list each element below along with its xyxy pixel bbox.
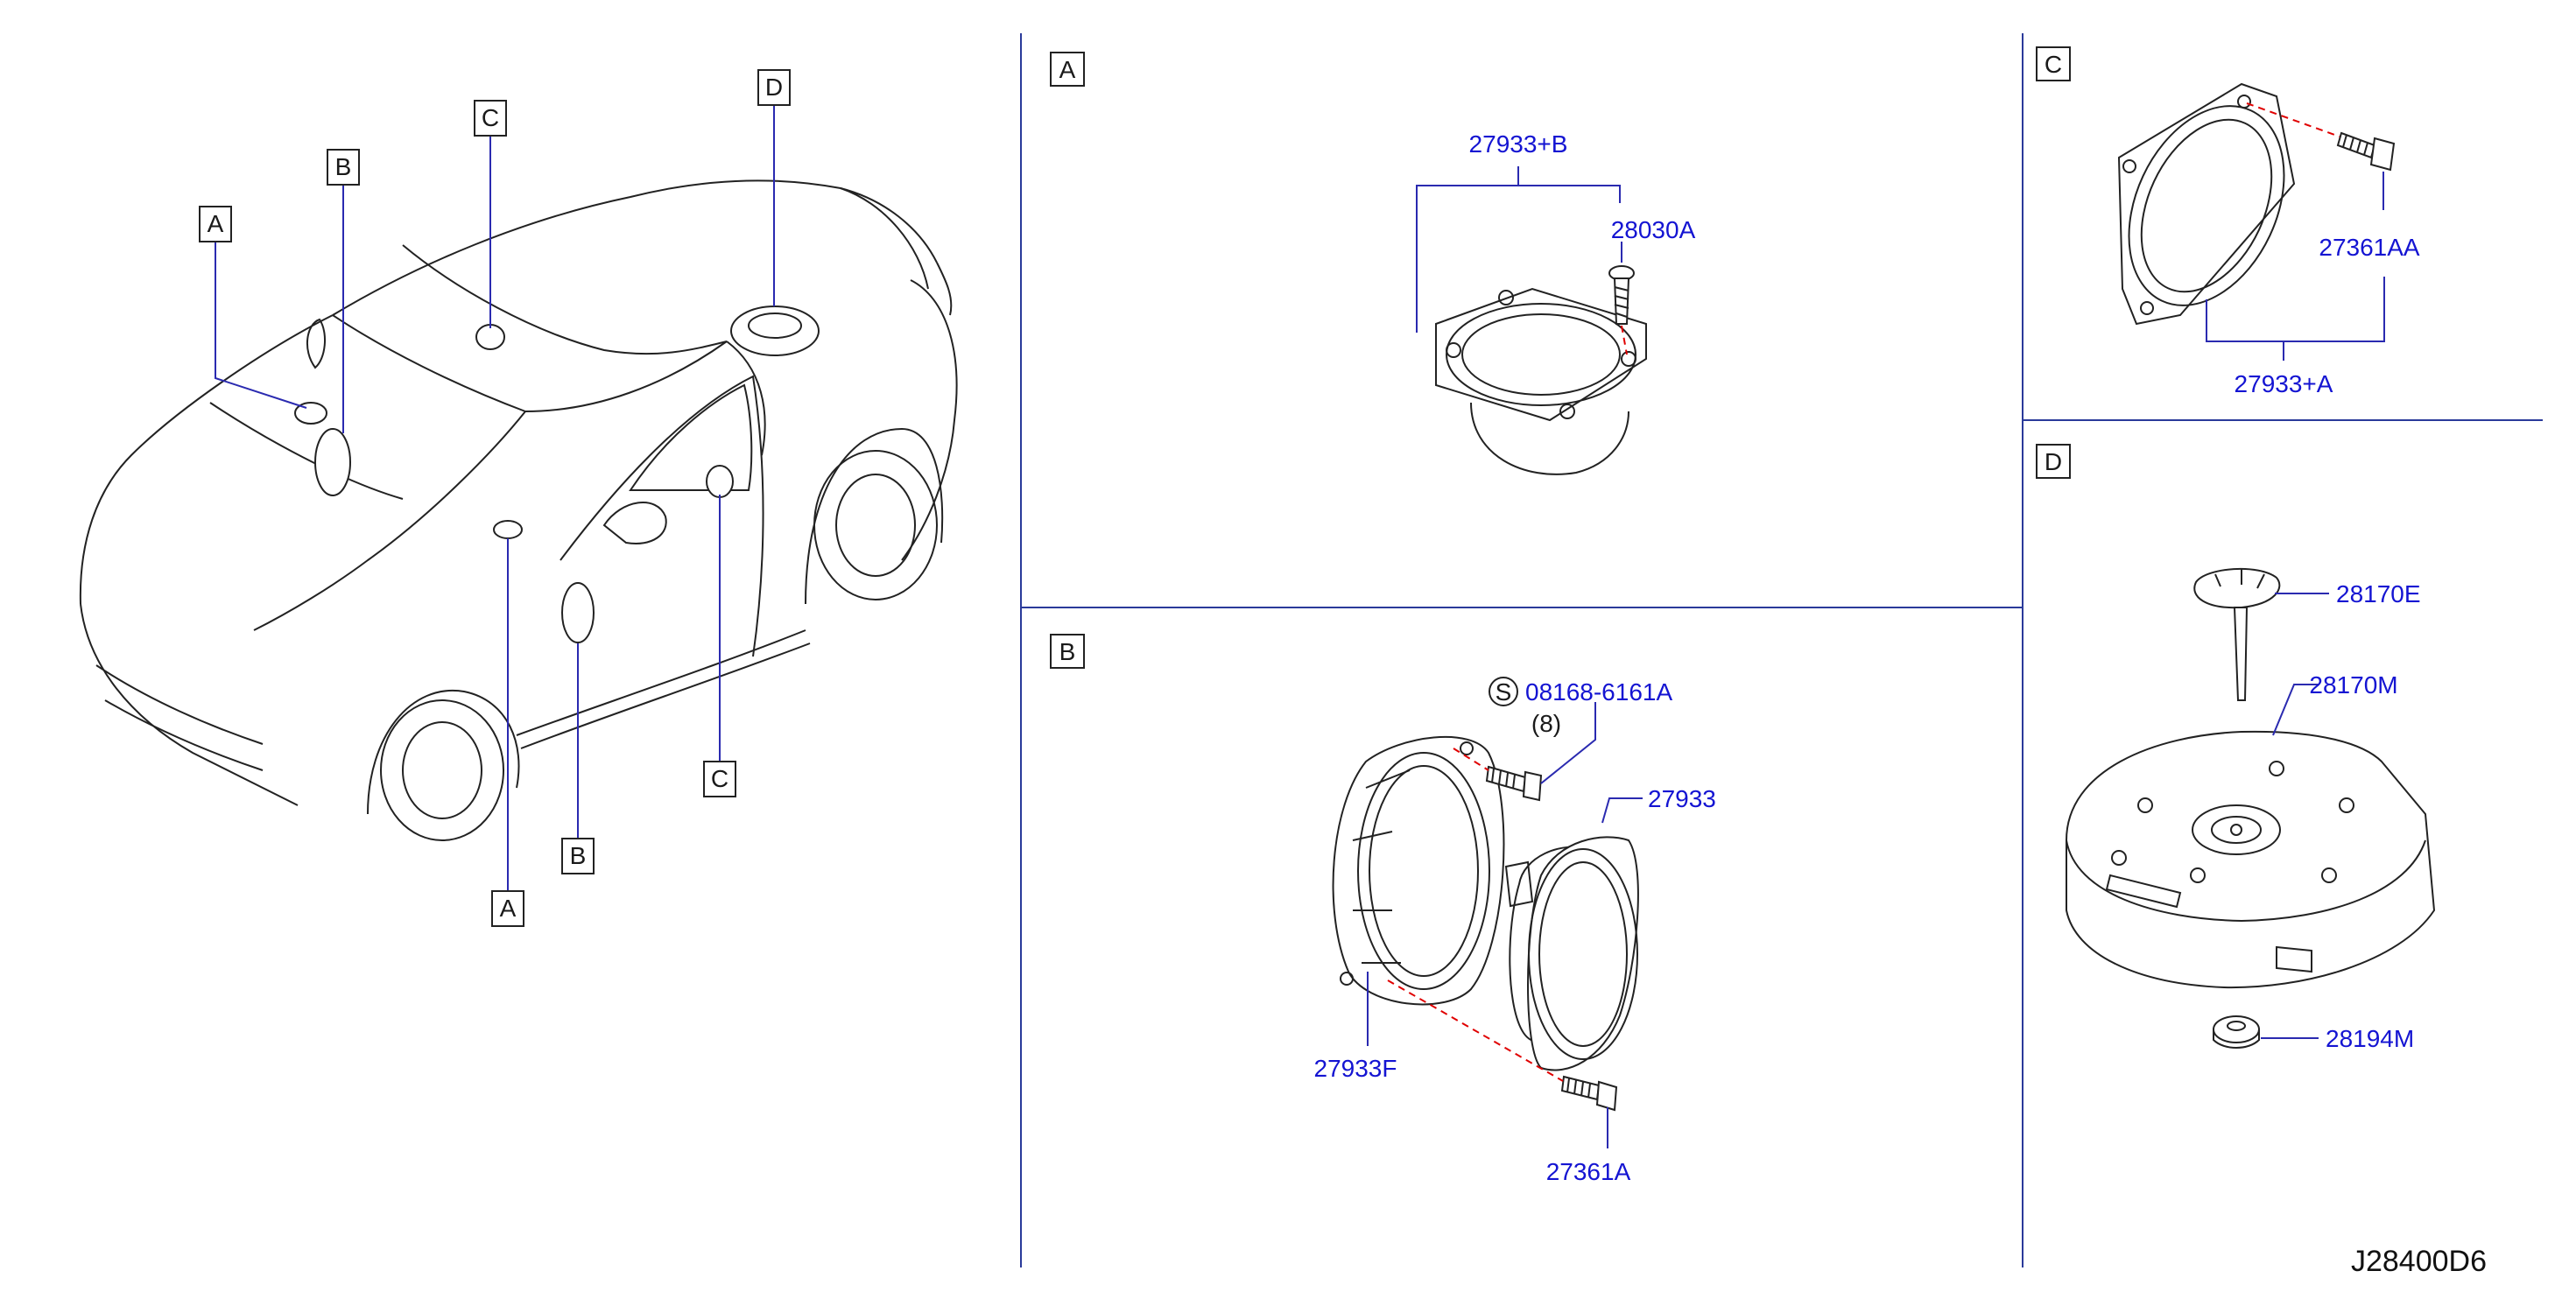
section-c-letter: C xyxy=(2045,51,2062,78)
car-illustration xyxy=(79,179,958,841)
leader-b-speaker xyxy=(1601,797,1643,824)
s-symbol-letter: S xyxy=(1496,678,1512,706)
part-27933-a: 27933+A xyxy=(2235,370,2333,397)
dash-b-top xyxy=(1453,748,1489,771)
leader-d-subwoofer xyxy=(2272,684,2319,736)
screw-s-symbol: S xyxy=(1489,677,1518,706)
leader-b-screw xyxy=(1540,702,1596,784)
section-c-label: C xyxy=(2036,46,2071,81)
dash-a xyxy=(1621,325,1628,355)
bolt-27361aa xyxy=(2336,131,2396,172)
part-27933f: 27933F xyxy=(1314,1055,1397,1082)
car-callout-leaders xyxy=(215,105,775,891)
callout-c-bottom-letter: C xyxy=(711,765,728,792)
callout-b-top: B xyxy=(327,149,360,186)
part-27361a: 27361A xyxy=(1546,1158,1631,1185)
section-a-label: A xyxy=(1050,52,1085,87)
section-b-letter: B xyxy=(1059,638,1076,665)
callout-c-top-letter: C xyxy=(482,104,499,131)
part-08168-6161a: 08168-6161A xyxy=(1525,678,1672,706)
callout-d-top-letter: D xyxy=(765,74,783,101)
callout-b-bottom: B xyxy=(561,838,595,874)
callout-a-top: A xyxy=(199,206,232,242)
section-d-letter: D xyxy=(2045,448,2062,475)
speaker-27933 xyxy=(1504,836,1639,1071)
callout-b-bottom-letter: B xyxy=(570,842,587,869)
part-28194m: 28194M xyxy=(2326,1025,2414,1052)
speaker-assembly-27933-a xyxy=(2117,82,2296,326)
screw-qty: (8) xyxy=(1531,710,1561,737)
callout-c-top: C xyxy=(474,100,507,137)
section-a-letter: A xyxy=(1059,56,1076,83)
part-27933-b: 27933+B xyxy=(1469,130,1568,158)
washer-28194m xyxy=(2213,1015,2260,1049)
dash-c xyxy=(2246,102,2340,137)
callout-a-top-letter: A xyxy=(208,210,224,237)
callout-a-bottom-letter: A xyxy=(500,895,517,922)
bolt-27361a xyxy=(1560,1075,1618,1112)
callout-a-bottom: A xyxy=(491,890,524,927)
part-28170e: 28170E xyxy=(2336,580,2421,607)
subwoofer-28170m xyxy=(2066,730,2436,989)
speaker-bracket-27933f xyxy=(1332,735,1505,1006)
part-28170m: 28170M xyxy=(2309,671,2397,699)
part-28030a: 28030A xyxy=(1611,216,1696,243)
screw-28030a xyxy=(1608,265,1635,325)
screw-08168-6161a xyxy=(1485,765,1543,802)
callout-c-bottom: C xyxy=(703,761,736,797)
section-d-label: D xyxy=(2036,444,2071,479)
part-27361aa: 27361AA xyxy=(2319,234,2420,261)
knob-28170e xyxy=(2193,567,2281,701)
section-b-label: B xyxy=(1050,634,1085,669)
diagram-code: J28400D6 xyxy=(2351,1245,2487,1278)
part-27933: 27933 xyxy=(1648,785,1716,812)
tweeter-speaker-a xyxy=(1435,287,1647,475)
callout-b-top-letter: B xyxy=(335,153,352,180)
dash-b-bottom xyxy=(1387,980,1564,1082)
callout-d-top: D xyxy=(757,69,791,106)
bracket-c xyxy=(2206,277,2385,342)
